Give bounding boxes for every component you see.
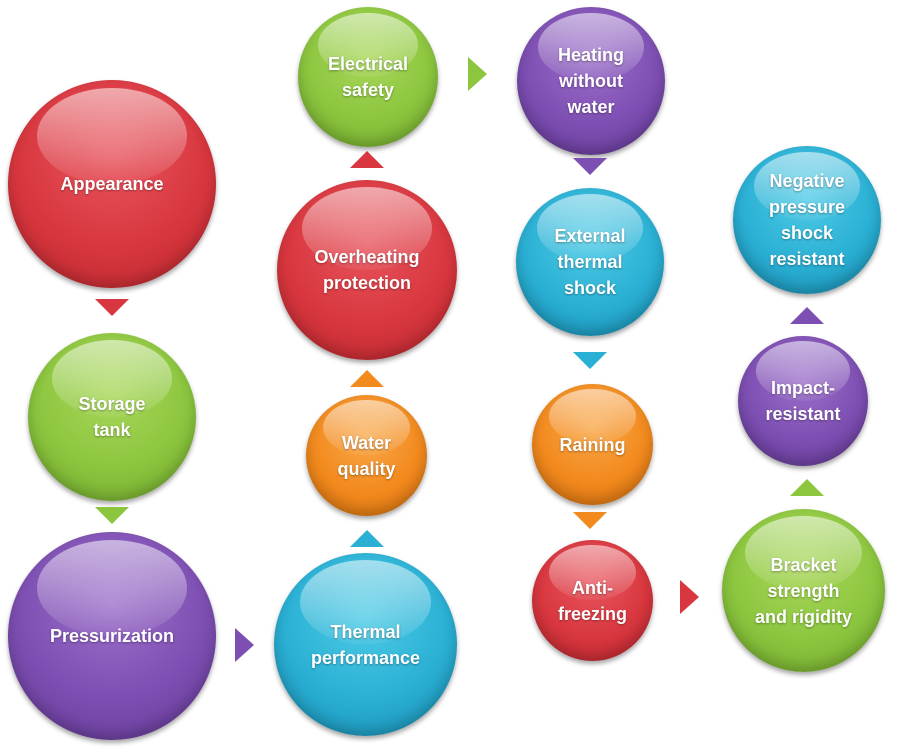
arrow-down-icon: [573, 352, 607, 369]
node-label: Pressurization: [49, 626, 175, 646]
node-heating-without-water: Heating without water: [517, 7, 665, 155]
arrow-right-icon: [468, 57, 487, 91]
node-external-thermal-shock: External thermal shock: [516, 188, 664, 336]
arrow-down-icon: [95, 299, 129, 316]
node-anti-freezing: Anti- freezing: [532, 540, 653, 661]
node-impact-resistant: Impact- resistant: [738, 336, 868, 466]
arrow-down-icon: [95, 507, 129, 524]
node-label: Bracket strength and rigidity: [754, 554, 852, 627]
arrow-up-icon: [350, 370, 384, 387]
arrow-up-icon: [350, 530, 384, 547]
node-overheating-protection: Overheating protection: [277, 180, 457, 360]
node-label: Anti- freezing: [557, 577, 627, 624]
node-label: Appearance: [60, 174, 164, 194]
node-raining: Raining: [532, 384, 653, 505]
node-appearance: Appearance: [8, 80, 216, 288]
arrow-right-icon: [235, 628, 254, 662]
node-label: Storage tank: [78, 394, 146, 440]
node-label: Thermal performance: [310, 621, 421, 668]
node-water-quality: Water quality: [306, 395, 427, 516]
node-pressurization: Pressurization: [8, 532, 216, 740]
node-label: Electrical safety: [327, 54, 409, 100]
arrow-down-icon: [573, 512, 607, 529]
node-storage-tank: Storage tank: [28, 333, 196, 501]
node-electrical-safety: Electrical safety: [298, 7, 438, 147]
node-label: Heating without water: [557, 45, 624, 117]
node-label: External thermal shock: [554, 226, 626, 298]
node-label: Raining: [559, 434, 626, 455]
node-label: Water quality: [337, 432, 396, 479]
arrow-up-icon: [790, 479, 824, 496]
node-label: Overheating protection: [314, 247, 420, 293]
node-bracket-strength: Bracket strength and rigidity: [722, 509, 885, 672]
arrow-down-icon: [573, 158, 607, 175]
node-label: Impact- resistant: [765, 378, 841, 424]
arrow-right-icon: [680, 580, 699, 614]
arrow-up-icon: [790, 307, 824, 324]
node-label: Negative pressure shock resistant: [768, 171, 846, 269]
arrow-up-icon: [350, 151, 384, 168]
node-negative-pressure-shock-resistant: Negative pressure shock resistant: [733, 146, 881, 294]
node-thermal-performance: Thermal performance: [274, 553, 457, 736]
